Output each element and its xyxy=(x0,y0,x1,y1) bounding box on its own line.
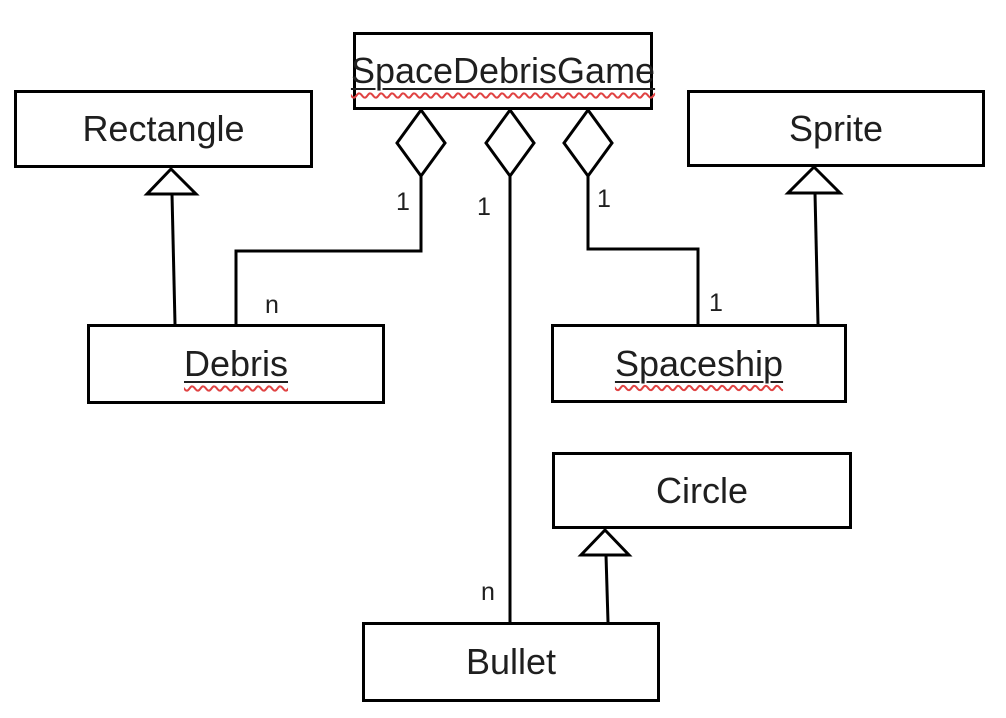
aggregation-diamond-icon xyxy=(484,107,536,179)
aggregation-connector-game-spaceship xyxy=(562,107,700,324)
multiplicity-game-debris-far: n xyxy=(265,291,279,319)
inheritance-line-debris-rectangle xyxy=(170,193,177,325)
class-box-circle: Circle xyxy=(552,452,852,529)
multiplicity-game-debris-near: 1 xyxy=(396,188,410,216)
multiplicity-game-bullet-near: 1 xyxy=(477,193,491,221)
class-name-spacedebrisgame: SpaceDebrisGame xyxy=(350,50,656,91)
class-box-bullet: Bullet xyxy=(362,622,660,702)
aggregation-diamond-icon xyxy=(395,107,447,179)
class-name-bullet: Bullet xyxy=(465,641,557,682)
aggregation-connector-game-bullet xyxy=(484,107,536,622)
class-name-sprite: Sprite xyxy=(788,107,884,149)
inheritance-line-bullet-circle xyxy=(604,554,610,623)
class-box-rectangle: Rectangle xyxy=(14,90,313,168)
inheritance-triangle-icon xyxy=(577,527,633,557)
class-box-debris: Debris xyxy=(87,324,385,404)
inheritance-line-spaceship-sprite xyxy=(813,192,820,325)
inheritance-connector-bullet-circle xyxy=(577,527,633,623)
multiplicity-game-spaceship-near: 1 xyxy=(597,185,611,213)
class-name-spaceship: Spaceship xyxy=(614,342,784,384)
inheritance-connector-spaceship-sprite xyxy=(784,164,844,325)
inheritance-triangle-icon xyxy=(784,164,844,195)
class-name-debris: Debris xyxy=(183,343,289,384)
inheritance-connector-debris-rectangle xyxy=(143,166,200,325)
inheritance-triangle-icon xyxy=(143,166,200,196)
class-box-spaceship: Spaceship xyxy=(551,324,847,403)
multiplicity-game-bullet-far: n xyxy=(481,578,495,606)
class-box-spacedebrisgame: SpaceDebrisGame xyxy=(350,32,656,110)
aggregation-diamond-icon xyxy=(562,107,614,179)
aggregation-line-game-debris xyxy=(234,176,423,324)
class-name-rectangle: Rectangle xyxy=(82,108,245,149)
multiplicity-game-spaceship-far: 1 xyxy=(709,289,723,317)
class-name-circle: Circle xyxy=(655,469,748,511)
class-box-sprite: Sprite xyxy=(687,90,985,167)
